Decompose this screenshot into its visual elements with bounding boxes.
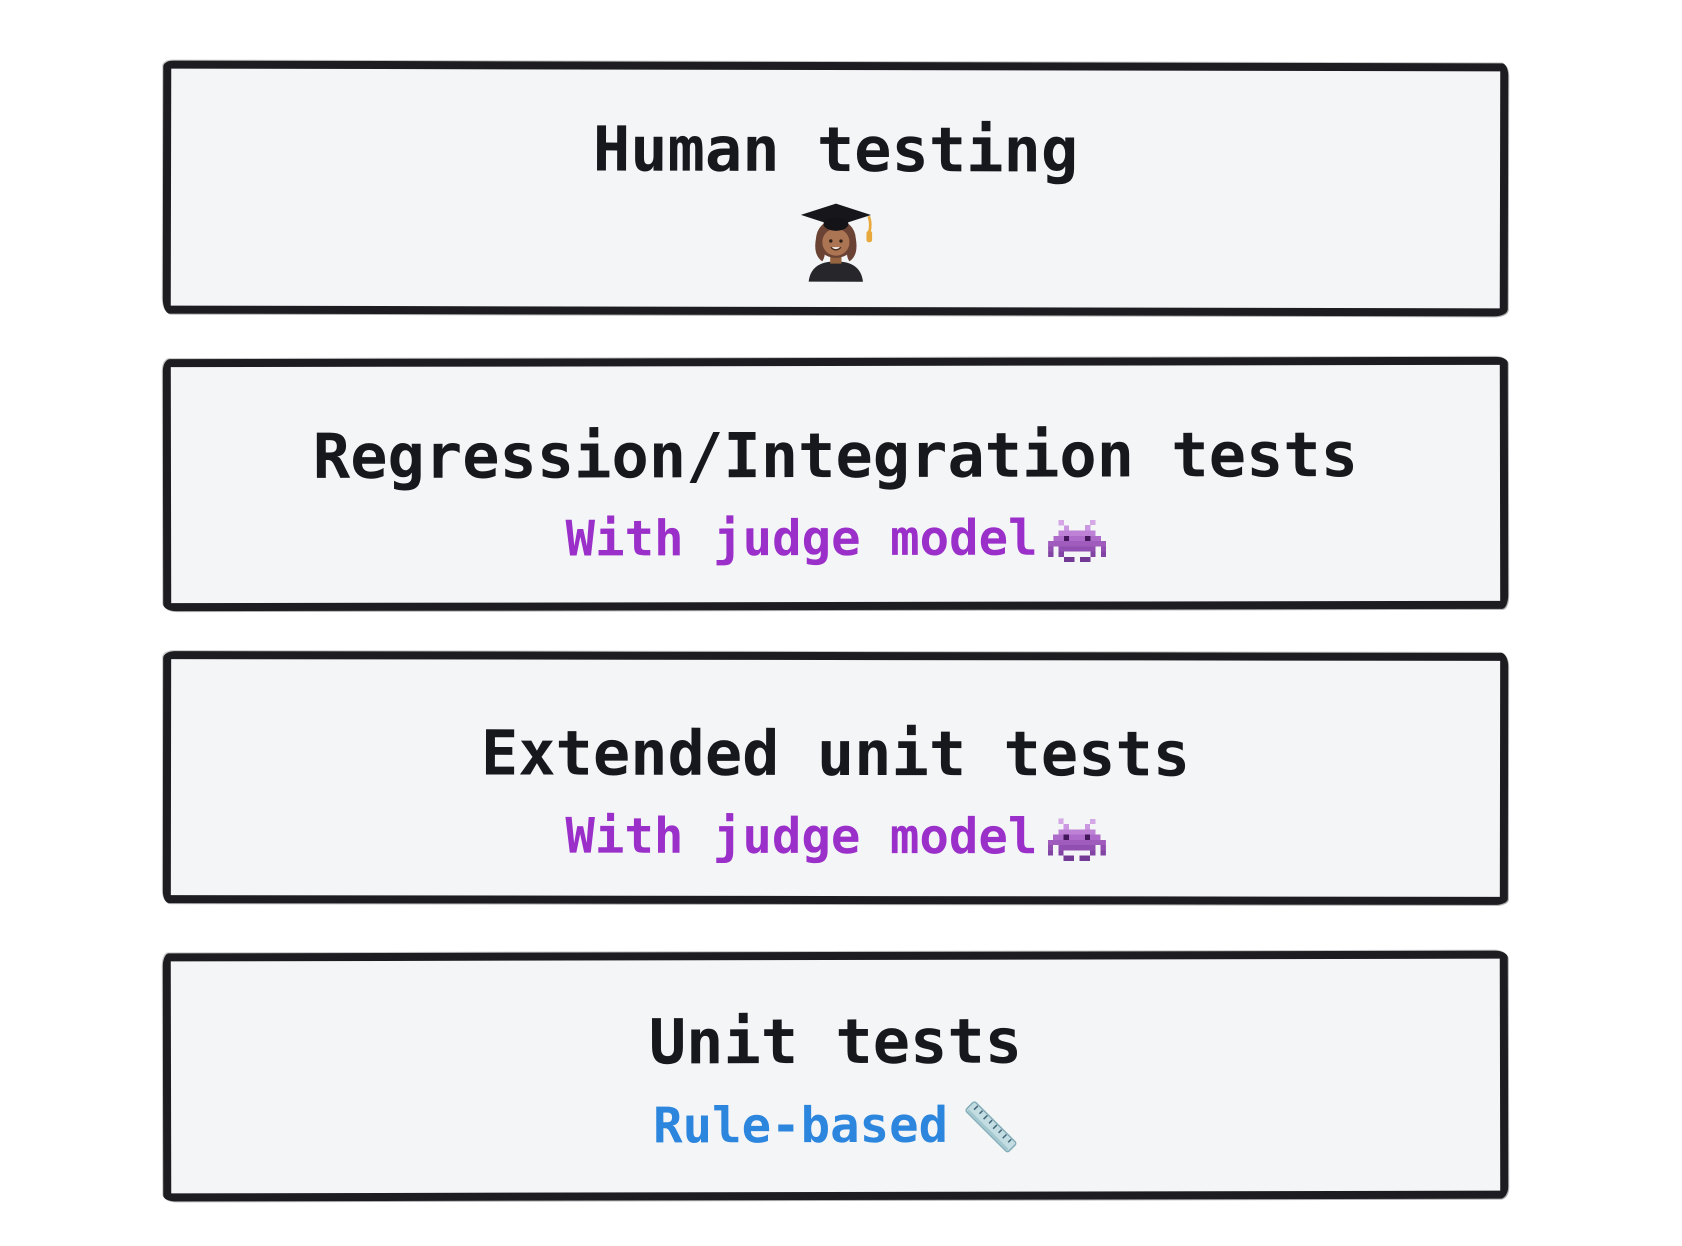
student-icon bbox=[800, 203, 872, 282]
alien-monster-icon bbox=[1047, 519, 1106, 562]
subtitle-text: With judge model bbox=[565, 509, 1038, 568]
box-title: Unit tests bbox=[648, 1004, 1023, 1079]
box-title: Extended unit tests bbox=[480, 716, 1191, 791]
subtitle-text: Rule-based bbox=[653, 1096, 949, 1155]
subtitle-text: With judge model bbox=[565, 807, 1038, 866]
box-title: Regression/Integration tests bbox=[312, 418, 1359, 493]
box-extended-unit-tests: Extended unit tests With judge model bbox=[162, 651, 1509, 905]
box-title: Human testing bbox=[592, 112, 1079, 187]
box-subtitle: With judge model bbox=[565, 807, 1106, 866]
alien-monster-icon bbox=[1047, 818, 1106, 861]
box-regression-integration-tests: Regression/Integration tests With judge … bbox=[162, 356, 1509, 612]
box-subtitle: With judge model bbox=[565, 509, 1106, 568]
box-subtitle: Rule-based bbox=[653, 1096, 1018, 1155]
box-human-testing: Human testing bbox=[162, 60, 1509, 317]
ruler-icon bbox=[965, 1101, 1017, 1153]
box-unit-tests: Unit tests Rule-based bbox=[162, 950, 1509, 1202]
